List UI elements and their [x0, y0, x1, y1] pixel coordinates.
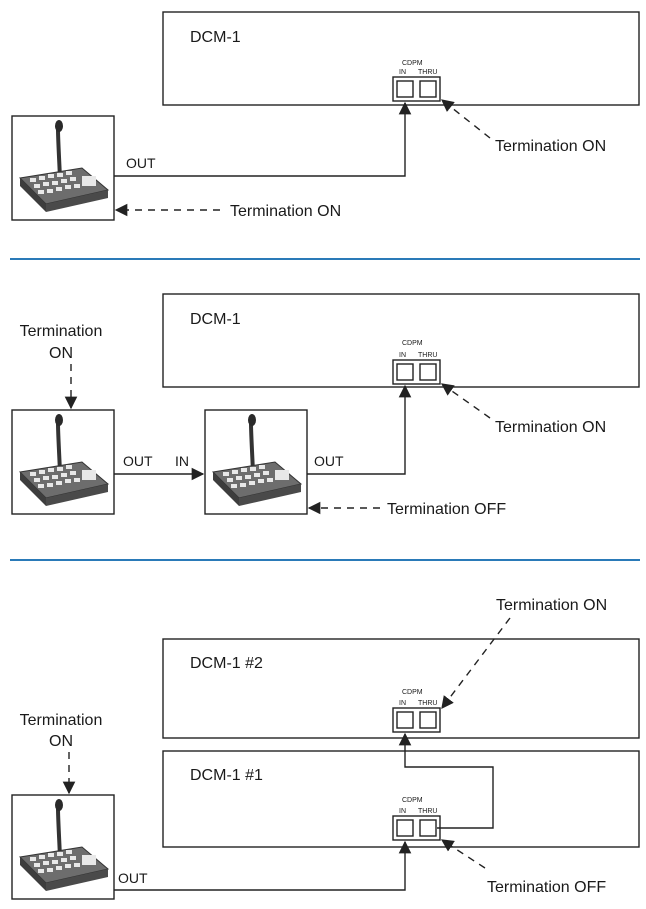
dcm1-label: DCM-1: [190, 311, 241, 328]
dcm2-label: DCM-1 #2: [190, 655, 263, 672]
termination-cdpm-arrow: [441, 99, 491, 139]
termination-station2-label: Termination OFF: [387, 501, 506, 518]
in-label: IN: [175, 453, 189, 469]
cdpm-thru-label-dcm2: THRU: [418, 700, 437, 707]
cdpm-thru-port-dcm2: [419, 711, 437, 729]
panel-1: DCM-1 CDPM IN THRU OUT Termination ON Te…: [10, 11, 640, 222]
termination-dcm2-label: Termination ON: [496, 597, 607, 614]
cdpm-in-port: [396, 80, 414, 98]
cdpm-in-port-dcm2: [396, 711, 414, 729]
termination-dcm1-label: Termination OFF: [487, 879, 606, 896]
cdpm-thru-label: THRU: [418, 69, 437, 76]
cdpm-label-dcm2: CDPM: [402, 689, 423, 696]
dcm1-label: DCM-1 #1: [190, 767, 263, 784]
termination-cdpm-arrow: [440, 383, 491, 419]
cdpm-in-port: [396, 363, 414, 381]
out-label: OUT: [118, 870, 148, 886]
cdpm-thru-port-dcm1: [419, 819, 437, 837]
out-cable: [114, 840, 412, 891]
dcm1-label: DCM-1: [190, 29, 241, 46]
cdpm-thru-label: THRU: [418, 352, 437, 359]
cdpm-label: CDPM: [402, 60, 423, 67]
cdpm-in-label-dcm1: IN: [399, 808, 406, 815]
cdpm-in-label: IN: [399, 352, 406, 359]
paging-station-icon: [10, 114, 116, 222]
out-label: OUT: [126, 155, 156, 171]
cdpm-thru-label-dcm1: THRU: [418, 808, 437, 815]
termination-cdpm-label: Termination ON: [495, 138, 606, 155]
cdpm-label-dcm1: CDPM: [402, 797, 423, 804]
paging-station-1-icon: [10, 408, 116, 516]
termination-station-label: Termination ON: [230, 203, 341, 220]
termination-dcm2-arrow: [441, 617, 511, 710]
cdpm-thru-port: [419, 80, 437, 98]
termination-top-label-line1: Termination: [20, 712, 103, 729]
termination-top-label-line2: ON: [49, 733, 73, 750]
out-cable: [114, 101, 412, 177]
termination-cdpm-label: Termination ON: [495, 419, 606, 436]
cdpm-in-port-dcm1: [396, 819, 414, 837]
cdpm-thru-port: [419, 363, 437, 381]
termination-dcm1-arrow: [440, 839, 486, 869]
out2-label: OUT: [314, 453, 344, 469]
paging-station-icon: [10, 793, 116, 901]
cdpm-label: CDPM: [402, 340, 423, 347]
termination-top-label-line2: ON: [49, 345, 73, 362]
panel-3: DCM-1 #2 CDPM IN THRU DCM-1 #1 CDPM IN T…: [10, 597, 640, 901]
cdpm-in-label-dcm2: IN: [399, 700, 406, 707]
cdpm-in-label: IN: [399, 69, 406, 76]
termination-top-label-line1: Termination: [20, 323, 103, 340]
station2-out-cable: [307, 384, 412, 475]
panel-2: DCM-1 CDPM IN THRU Termination ON OUT IN…: [10, 293, 640, 518]
paging-station-2-icon: [203, 408, 309, 516]
out1-label: OUT: [123, 453, 153, 469]
dcm1-thru-to-dcm2-in-cable: [398, 732, 494, 829]
